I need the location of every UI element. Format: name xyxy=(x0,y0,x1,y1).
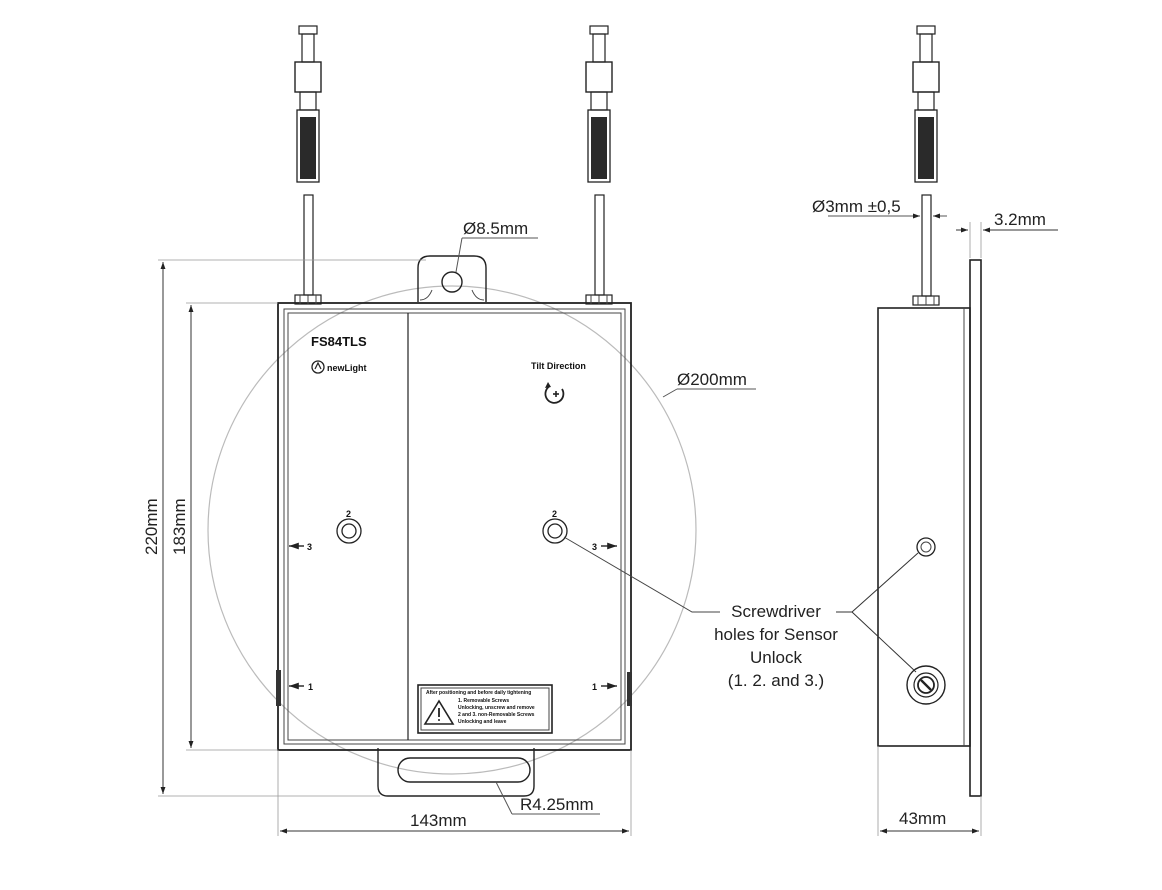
warning-title: After positioning and before daily tight… xyxy=(426,690,531,696)
connector-middle xyxy=(585,25,613,305)
warning-line-4: Unlocking and leave xyxy=(458,719,507,725)
dim-mount-hole-text: Ø8.5mm xyxy=(463,219,528,238)
warning-icon xyxy=(423,699,455,725)
marker-1-right: 1 xyxy=(592,682,597,692)
marker-3-left-group: 3 xyxy=(289,542,312,552)
screwdriver-annotation: Screwdriver holes for Sensor Unlock (1. … xyxy=(563,536,919,690)
annotation-line-3: Unlock xyxy=(750,648,802,667)
marker-2-right: 2 xyxy=(552,509,557,519)
dim-overall-height-text: 220mm xyxy=(142,498,161,555)
mount-slot xyxy=(397,757,531,783)
dim-overall-height: 220mm xyxy=(142,259,426,797)
rotate-cw-icon xyxy=(544,382,565,404)
marker-2-left: 2 xyxy=(346,509,351,519)
connector-left xyxy=(294,25,322,305)
side-body xyxy=(877,307,971,747)
dim-circle: Ø200mm xyxy=(662,370,756,398)
side-view xyxy=(877,259,982,797)
warning-line-1: 1. Removable Screws xyxy=(458,698,509,704)
marker-1-right-group: 1 xyxy=(592,682,617,692)
brand-label: newLight xyxy=(327,363,367,373)
warning-line-3: 2 and 3. non-Removable Screws xyxy=(458,712,535,718)
bottom-mount-tab xyxy=(377,748,535,797)
dim-depth-text: 43mm xyxy=(899,809,946,828)
dim-width: 143mm xyxy=(277,750,632,836)
front-view: FS84TLS newLight Tilt Direction 2 2 3 xyxy=(207,255,697,797)
dim-slot-radius: R4.25mm xyxy=(495,781,600,815)
tilt-label: Tilt Direction xyxy=(531,361,586,371)
rotation-circle xyxy=(207,285,697,775)
screw-hole-2-left: 2 xyxy=(336,509,362,544)
top-mount-tab xyxy=(417,255,487,302)
annotation-line-1: Screwdriver xyxy=(731,602,821,621)
housing-body xyxy=(277,302,632,751)
dim-body-height-text: 183mm xyxy=(170,498,189,555)
marker-3-right-group: 3 xyxy=(592,542,617,552)
marker-3-right: 3 xyxy=(592,542,597,552)
model-label: FS84TLS xyxy=(311,334,367,349)
dim-flange: 3.2mm xyxy=(956,210,1058,258)
screw-hole-2-right: 2 xyxy=(542,509,568,544)
dim-depth: 43mm xyxy=(877,746,982,836)
connector-side xyxy=(912,25,940,306)
dim-cable-text: Ø3mm ±0,5 xyxy=(812,197,901,216)
dim-body-height: 183mm xyxy=(170,302,278,751)
dim-slot-radius-text: R4.25mm xyxy=(520,795,594,814)
side-screw-hole xyxy=(916,537,936,557)
dim-cable: Ø3mm ±0,5 xyxy=(812,197,947,219)
mount-hole xyxy=(441,271,463,293)
dim-circle-text: Ø200mm xyxy=(677,370,747,389)
side-screw-head xyxy=(906,665,946,705)
annotation-line-4: (1. 2. and 3.) xyxy=(728,671,824,690)
brand-logo: newLight xyxy=(311,360,367,374)
warning-label: After positioning and before daily tight… xyxy=(417,684,553,734)
marker-1-left: 1 xyxy=(308,682,313,692)
marker-3-left: 3 xyxy=(307,542,312,552)
annotation-line-2: holes for Sensor xyxy=(714,625,838,644)
side-flange xyxy=(969,259,982,797)
marker-1-left-group: 1 xyxy=(289,682,313,692)
dim-width-text: 143mm xyxy=(410,811,467,830)
dim-mount-hole: Ø8.5mm xyxy=(455,219,538,273)
warning-line-2: Unlocking, unscrew and remove xyxy=(458,705,535,711)
dim-flange-text: 3.2mm xyxy=(994,210,1046,229)
